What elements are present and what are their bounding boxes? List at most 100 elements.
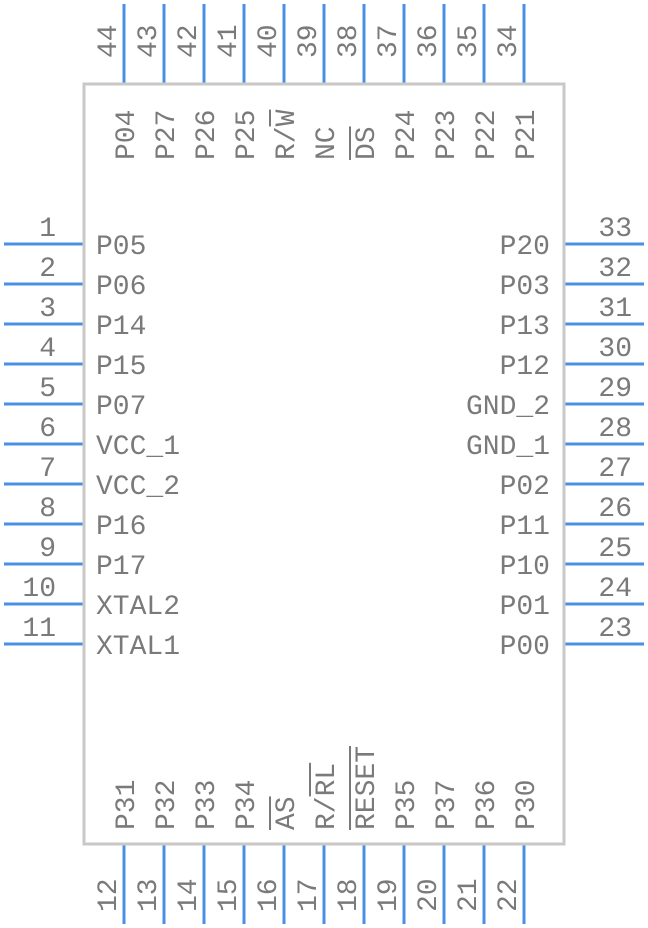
pin-number-group: 39 [294, 24, 325, 58]
pin-name-group: P33 [192, 780, 223, 830]
pin-number-group: 34 [494, 24, 525, 58]
pin-name: P26 [192, 110, 223, 160]
pin-name: P06 [96, 272, 146, 303]
pin-name: P01 [500, 592, 550, 623]
pin-number: 32 [598, 254, 632, 285]
pin-number-group: 21 [454, 878, 485, 912]
pin-number: 25 [598, 534, 632, 565]
pin-number: 10 [22, 574, 56, 605]
pin-number-group: 42 [174, 24, 205, 58]
pin-number: 16 [254, 878, 285, 912]
pin-number: 18 [334, 878, 365, 912]
pin-number: 11 [22, 614, 56, 645]
pin-number: 40 [254, 24, 285, 58]
pin-name: P14 [96, 312, 146, 343]
chip-body [82, 82, 566, 846]
pin-name: P17 [96, 552, 146, 583]
pin-name-group: P37 [432, 780, 463, 830]
pin-name: P32 [152, 780, 183, 830]
pin-name-group: P30 [512, 780, 543, 830]
pin-name-group: RESET [349, 746, 383, 830]
pin-name: P25 [232, 110, 263, 160]
pin-name: P30 [512, 780, 543, 830]
pin-number: 5 [39, 374, 56, 405]
pin-name: GND_1 [466, 432, 550, 463]
pin-name: P10 [500, 552, 550, 583]
pin-number-group: 41 [214, 24, 245, 58]
pin-number-group: 18 [334, 878, 365, 912]
pin-name-group: R/W [269, 109, 303, 160]
pin-name: P02 [500, 472, 550, 503]
pin-number-group: 44 [94, 24, 125, 58]
pin-number: 17 [294, 878, 325, 912]
pin-number-group: 20 [414, 878, 445, 912]
pin-number: 38 [334, 24, 365, 58]
pin-name-group: P26 [192, 110, 223, 160]
pin-name: P24 [392, 110, 423, 160]
pin-number: 15 [214, 878, 245, 912]
pin-name-group: P25 [232, 110, 263, 160]
pin-name-group: P24 [392, 110, 423, 160]
pin-name-group: P04 [112, 110, 143, 160]
pin-number: 7 [39, 454, 56, 485]
pin-number: 27 [598, 454, 632, 485]
pin-name-group: P21 [512, 110, 543, 160]
pin-name: P16 [96, 512, 146, 543]
pin-name: VCC_2 [96, 472, 180, 503]
pin-number-group: 12 [94, 878, 125, 912]
pin-number-group: 15 [214, 878, 245, 912]
pin-number-group: 37 [374, 24, 405, 58]
pin-name: P23 [432, 110, 463, 160]
pin-number: 36 [414, 24, 445, 58]
pin-name: P00 [500, 632, 550, 663]
pin-name-group: P32 [152, 780, 183, 830]
pin-number-group: 16 [254, 878, 285, 912]
pin-number-group: 13 [134, 878, 165, 912]
pin-name: P15 [96, 352, 146, 383]
pin-name: P33 [192, 780, 223, 830]
pin-name-group: R/RL [309, 763, 343, 830]
pin-number-group: 22 [494, 878, 525, 912]
pin-number: 12 [94, 878, 125, 912]
pin-name: P13 [500, 312, 550, 343]
pin-name: DS [352, 126, 383, 160]
pin-number: 4 [39, 334, 56, 365]
pin-name: VCC_1 [96, 432, 180, 463]
pin-number-group: 35 [454, 24, 485, 58]
pin-name: P34 [232, 780, 263, 830]
pin-number: 37 [374, 24, 405, 58]
pin-name: P20 [500, 232, 550, 263]
pin-name: P04 [112, 110, 143, 160]
pin-number-group: 43 [134, 24, 165, 58]
pin-number: 21 [454, 878, 485, 912]
pin-name: R/RL [312, 763, 343, 830]
pin-number-group: 14 [174, 878, 205, 912]
pin-name-group: DS [349, 126, 383, 160]
pin-name: AS [272, 796, 303, 830]
pin-name: XTAL1 [96, 632, 180, 663]
pin-name: R/W [272, 109, 303, 160]
pin-number: 33 [598, 214, 632, 245]
pin-number: 22 [494, 878, 525, 912]
pin-number: 39 [294, 24, 325, 58]
pin-name: P22 [472, 110, 503, 160]
pin-name: NC [312, 126, 343, 160]
pin-name: P11 [500, 512, 550, 543]
pin-number: 34 [494, 24, 525, 58]
pin-name-group: AS [269, 796, 303, 830]
pin-labels: 1P052P063P144P155P076VCC_17VCC_28P169P17… [22, 24, 632, 912]
pin-number-group: 36 [414, 24, 445, 58]
pin-name: P05 [96, 232, 146, 263]
pin-name: P03 [500, 272, 550, 303]
pin-name-group: P31 [112, 780, 143, 830]
pin-number: 2 [39, 254, 56, 285]
pin-name-group: P34 [232, 780, 263, 830]
pin-number: 8 [39, 494, 56, 525]
pin-name: P37 [432, 780, 463, 830]
pin-number: 19 [374, 878, 405, 912]
pin-lines [4, 4, 644, 924]
pin-name-group: P22 [472, 110, 503, 160]
pin-number: 26 [598, 494, 632, 525]
